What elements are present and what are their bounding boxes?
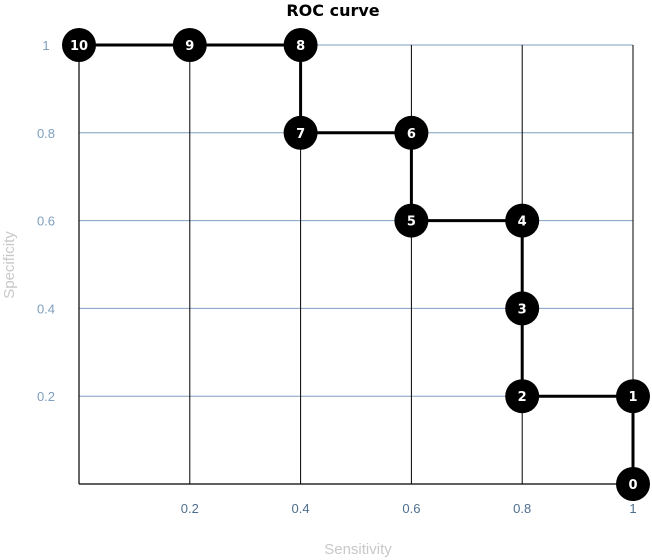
point-label: 4 (518, 215, 527, 230)
point-label: 3 (518, 302, 527, 317)
x-tick-label: 0.6 (402, 501, 420, 516)
tick-labels: 0.2 0.4 0.6 0.8 1 0.2 0.4 0.6 0.8 1 (37, 38, 637, 516)
x-tick-label: 0.4 (292, 501, 310, 516)
y-axis-label: Specificity (1, 231, 18, 299)
chart-title: ROC curve (286, 1, 379, 20)
point-label: 9 (185, 39, 194, 54)
roc-line (79, 43, 635, 484)
x-tick-label: 0.8 (513, 501, 531, 516)
roc-point (505, 291, 540, 326)
point-label: 0 (628, 478, 637, 493)
y-tick-label: 0.2 (37, 389, 55, 404)
roc-point (62, 28, 96, 62)
roc-point (394, 203, 429, 238)
y-tick-label: 0.8 (37, 126, 55, 141)
y-tick-label: 1 (42, 38, 49, 53)
point-label: 1 (628, 390, 637, 405)
roc-point (505, 203, 540, 238)
y-tick-label: 0.4 (37, 301, 55, 316)
roc-point (505, 379, 540, 414)
x-axis-label: Sensitivity (324, 541, 392, 558)
roc-series: 0 1 2 3 4 5 6 7 8 9 10 (62, 28, 650, 501)
x-tick-label: 0.2 (181, 501, 199, 516)
point-label: 8 (296, 39, 305, 54)
point-label: 7 (296, 127, 305, 142)
point-label: 5 (407, 215, 416, 230)
point-label: 2 (518, 390, 527, 405)
grid (78, 44, 634, 485)
roc-point (172, 28, 207, 62)
point-label: 6 (407, 127, 416, 142)
point-label: 10 (70, 39, 88, 54)
y-tick-label: 0.6 (37, 214, 55, 229)
roc-point (616, 467, 650, 501)
x-tick-label: 1 (629, 501, 636, 516)
roc-point (283, 28, 318, 62)
roc-point (394, 115, 429, 150)
roc-point (616, 379, 650, 414)
roc-point (283, 115, 318, 150)
